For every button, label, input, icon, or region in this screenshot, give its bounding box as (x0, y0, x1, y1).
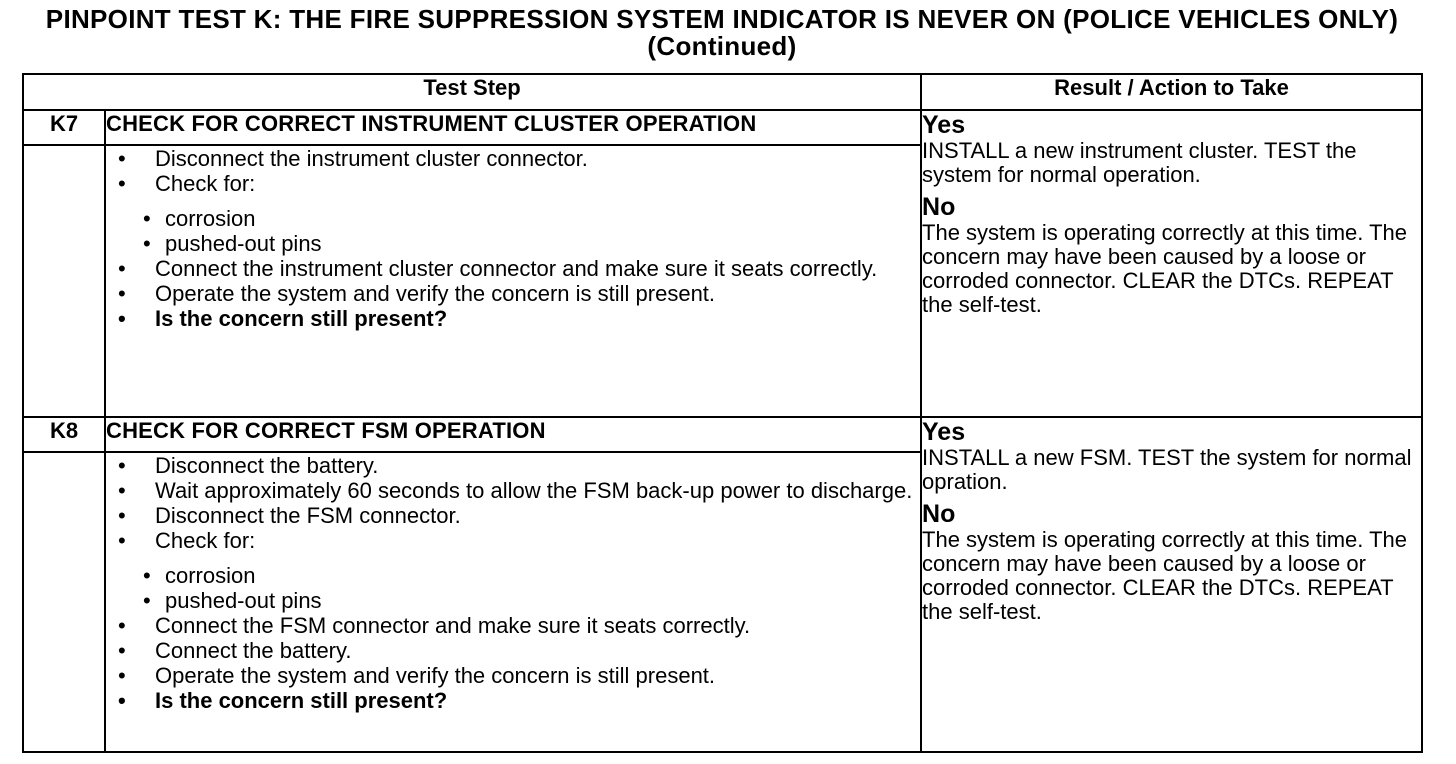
yes-action: INSTALL a new FSM. TEST the system for n… (922, 445, 1412, 494)
page-title: PINPOINT TEST K: THE FIRE SUPPRESSION SY… (45, 4, 1399, 61)
instruction-item: Connect the FSM connector and make sure … (118, 613, 920, 638)
instruction-item: Disconnect the battery. (118, 453, 920, 478)
instruction-item: Disconnect the FSM connector. (118, 503, 920, 528)
step-k7-body-row: Disconnect the instrument cluster connec… (22, 144, 1422, 418)
step-k7-instructions: Disconnect the instrument cluster connec… (103, 144, 923, 418)
test-step-header: Test Step (21, 73, 923, 111)
no-label: No (922, 500, 956, 528)
instruction-item: Operate the system and verify the concer… (118, 281, 920, 306)
step-k8-result: Yes INSTALL a new FSM. TEST the system f… (920, 416, 1423, 753)
question-item: Is the concern still present? (118, 688, 920, 713)
step-k8-title-row: K8 CHECK FOR CORRECT FSM OPERATION Yes I… (22, 416, 1423, 753)
yes-label: Yes (922, 111, 966, 139)
pinpoint-test-table: Test Step Result / Action to Take K7 CHE… (21, 73, 1423, 753)
yes-label: Yes (922, 418, 966, 446)
no-action: The system is operating correctly at thi… (922, 220, 1408, 317)
step-k7-result: Yes INSTALL a new instrument cluster. TE… (920, 109, 1423, 418)
step-id-spacer (22, 144, 106, 418)
step-k7-title-row: K7 CHECK FOR CORRECT INSTRUMENT CLUSTER … (22, 109, 1423, 418)
no-label: No (922, 193, 956, 221)
step-id: K8 (22, 416, 106, 453)
instruction-item: Check for: (118, 528, 920, 553)
table-header-row: Test Step Result / Action to Take (21, 73, 1423, 111)
question-item: Is the concern still present? (118, 306, 920, 331)
step-title: CHECK FOR CORRECT INSTRUMENT CLUSTER OPE… (103, 109, 923, 146)
check-item: corrosion (143, 563, 920, 588)
step-k8-body-row: Disconnect the battery. Wait approximate… (22, 451, 1422, 753)
no-action: The system is operating correctly at thi… (922, 527, 1408, 624)
step-id: K7 (22, 109, 106, 146)
check-item: pushed-out pins (143, 588, 920, 613)
step-k8-instructions: Disconnect the battery. Wait approximate… (103, 451, 923, 753)
step-id-spacer (22, 451, 106, 753)
step-title: CHECK FOR CORRECT FSM OPERATION (103, 416, 923, 453)
instruction-item: Wait approximately 60 seconds to allow t… (118, 478, 920, 503)
instruction-item: Connect the instrument cluster connector… (118, 256, 920, 281)
check-item: pushed-out pins (143, 231, 920, 256)
instruction-item: Disconnect the instrument cluster connec… (118, 146, 920, 171)
check-item: corrosion (143, 206, 920, 231)
result-header: Result / Action to Take (920, 73, 1423, 111)
instruction-item: Operate the system and verify the concer… (118, 663, 920, 688)
instruction-item: Check for: (118, 171, 920, 196)
instruction-item: Connect the battery. (118, 638, 920, 663)
yes-action: INSTALL a new instrument cluster. TEST t… (922, 138, 1357, 187)
